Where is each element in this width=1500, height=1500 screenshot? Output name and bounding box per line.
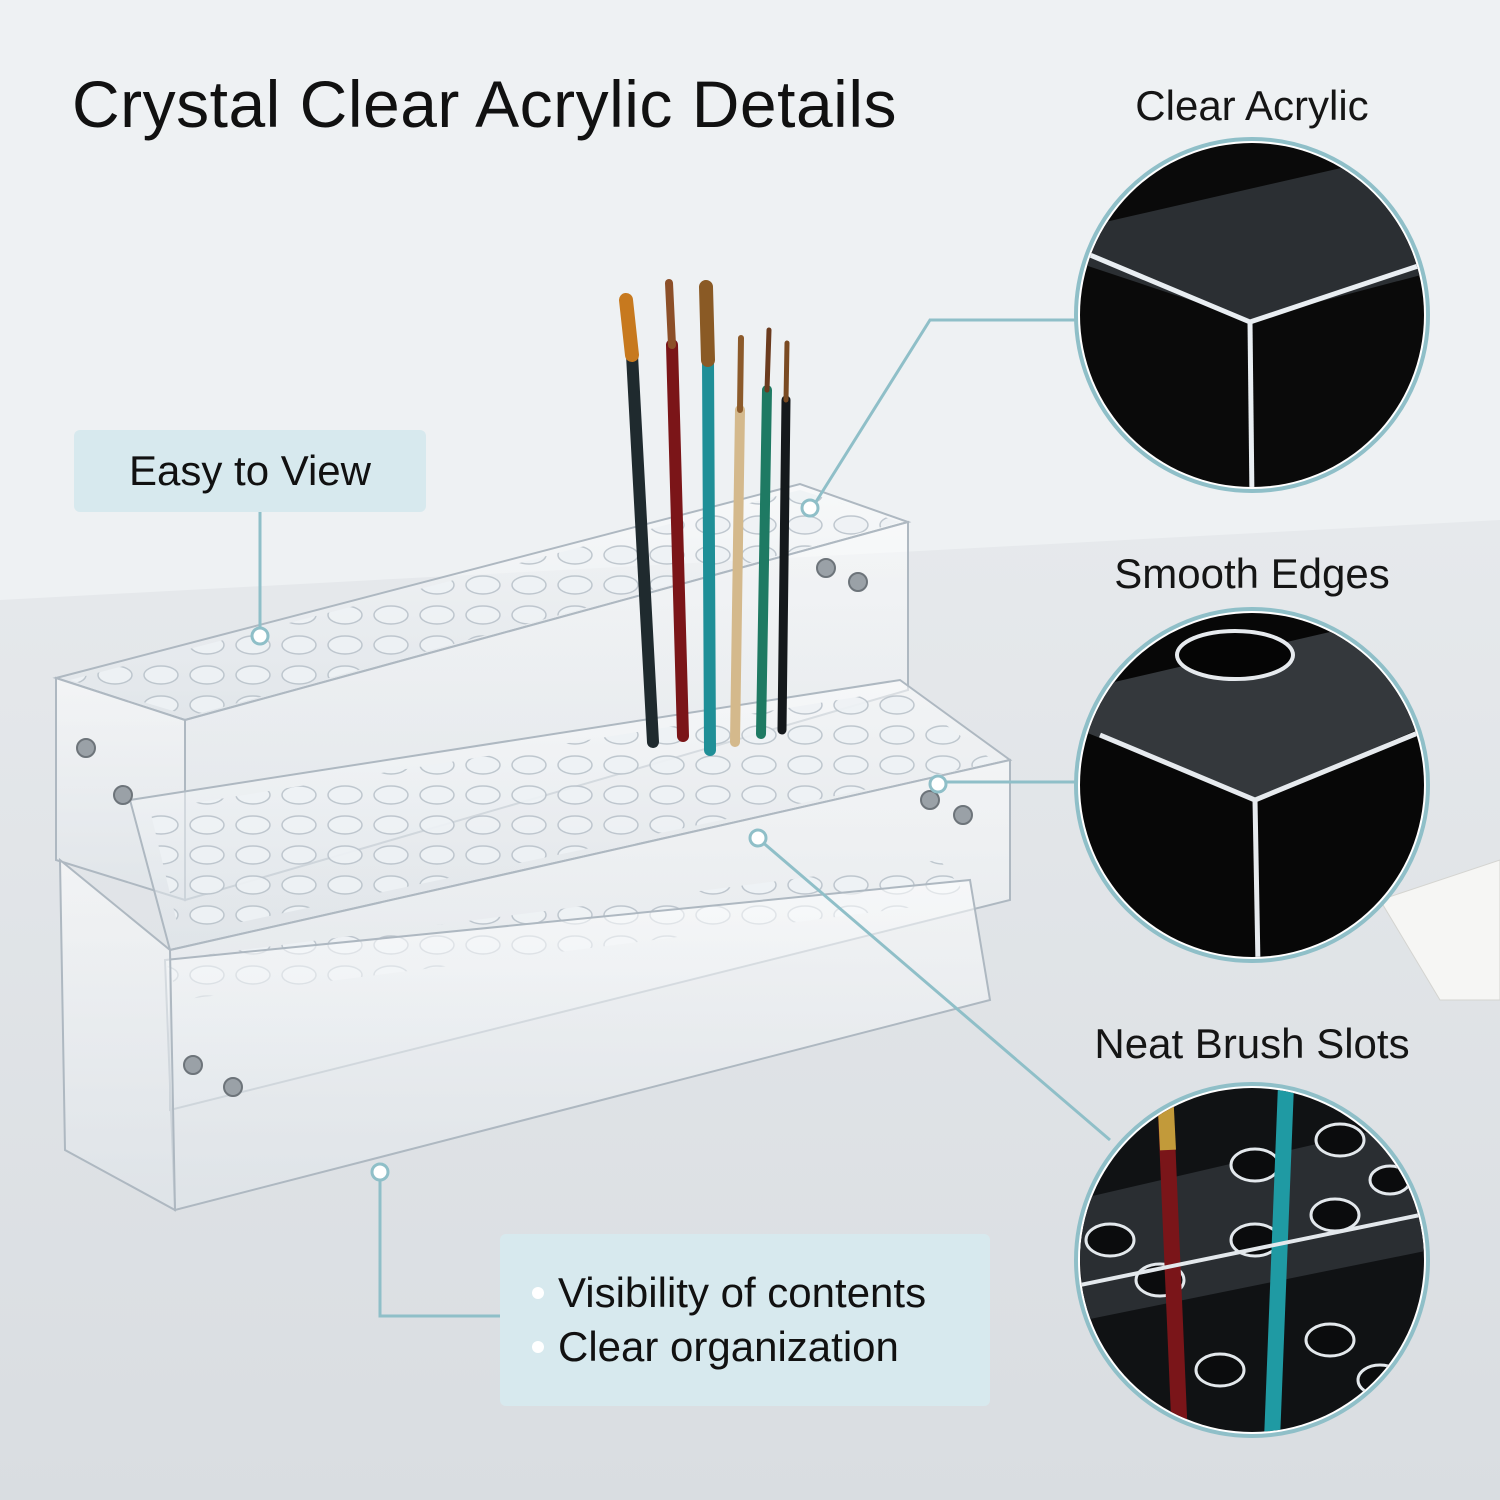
detail-smooth-edges xyxy=(1074,607,1430,963)
feature-visibility: Visibility of contents xyxy=(558,1269,927,1316)
screws xyxy=(76,558,973,1097)
page-title: Crystal Clear Acrylic Details xyxy=(72,67,897,141)
lower-tier xyxy=(58,857,992,1212)
list-item: Visibility of contents xyxy=(532,1266,990,1320)
paint-brushes xyxy=(619,279,791,756)
sketchbook xyxy=(1379,859,1500,1001)
bullet-dot-icon xyxy=(532,1341,544,1353)
leader-lines xyxy=(250,318,1111,1318)
detail-clear-acrylic xyxy=(1074,137,1430,493)
callout-easy-to-view: Easy to View xyxy=(74,430,426,512)
bullet-dot-icon xyxy=(532,1287,544,1299)
detail-label-clear-acrylic: Clear Acrylic xyxy=(1135,82,1369,129)
detail-label-brush-slots: Neat Brush Slots xyxy=(1094,1020,1410,1067)
feature-organization: Clear organization xyxy=(558,1323,899,1370)
detail-label-smooth-edges: Smooth Edges xyxy=(1114,550,1390,597)
callout-easy-label: Easy to View xyxy=(128,447,371,494)
callout-feature-list: Visibility of contents Clear organizatio… xyxy=(500,1234,990,1406)
list-item: Clear organization xyxy=(532,1320,990,1374)
